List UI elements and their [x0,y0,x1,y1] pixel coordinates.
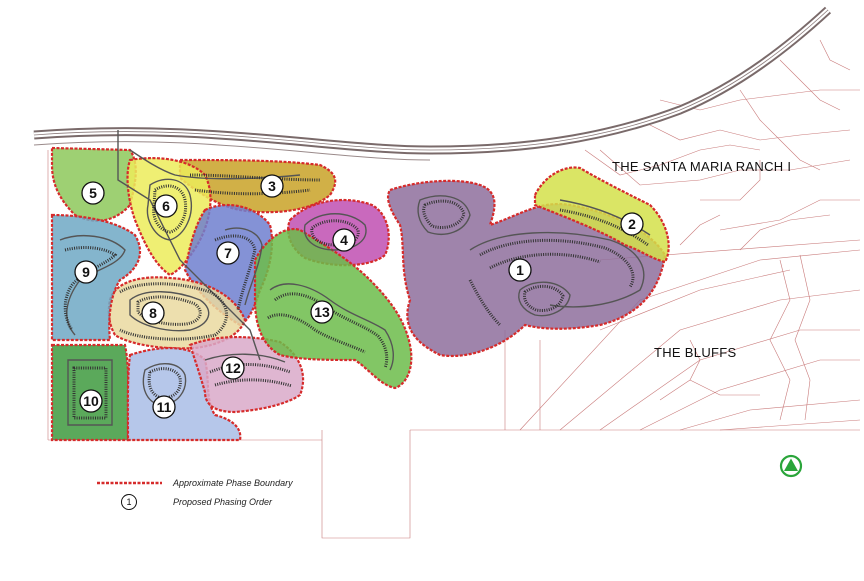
phase-marker-12[interactable]: 12 [221,356,245,380]
phase-number: 2 [628,216,636,232]
phase-number: 11 [157,399,172,415]
phase-marker-11[interactable]: 11 [152,395,176,419]
phase-marker-1[interactable]: 1 [508,258,532,282]
phase-marker-4[interactable]: 4 [332,228,356,252]
phase-marker-5[interactable]: 5 [81,181,105,205]
phase-number: 7 [224,245,232,261]
phase-number: 1 [516,262,524,278]
phase-number: 3 [268,178,276,194]
phase-number: 13 [314,304,330,320]
phase-marker-8[interactable]: 8 [141,301,165,325]
phase-marker-13[interactable]: 13 [310,300,334,324]
street-network [59,130,651,426]
phase-number: 8 [149,305,157,321]
phase-marker-7[interactable]: 7 [216,241,240,265]
phase-markers: 1 2 3 4 5 6 7 8 9 10 11 12 13 [74,174,644,419]
boundary-legend-label: Approximate Phase Boundary [172,478,293,488]
phase-number: 10 [83,393,99,409]
phase-number: 6 [162,198,170,214]
property-lines [47,39,861,539]
phase-marker-10[interactable]: 10 [79,389,103,413]
phase-marker-9[interactable]: 9 [74,260,98,284]
phase-number: 12 [225,360,241,376]
phase-number: 4 [340,232,348,248]
santa-maria-ranch-label: THE SANTA MARIA RANCH I [612,159,791,174]
order-legend-swatch [121,494,137,510]
highway [33,6,832,161]
north-arrow-icon [779,454,803,478]
bluffs-label: THE BLUFFS [654,345,736,360]
legend: Approximate Phase Boundary 1 Proposed Ph… [97,478,293,510]
phase-number: 9 [82,264,90,280]
order-legend-symbol: 1 [126,497,131,507]
phase-number: 5 [89,185,97,201]
order-legend-label: Proposed Phasing Order [173,497,273,507]
phase-3-area[interactable] [178,158,337,214]
phase-12-area[interactable] [188,336,305,414]
phase-marker-3[interactable]: 3 [260,174,284,198]
phase-marker-6[interactable]: 6 [154,194,178,218]
phase-marker-2[interactable]: 2 [620,212,644,236]
phase-11-area[interactable] [126,347,242,442]
